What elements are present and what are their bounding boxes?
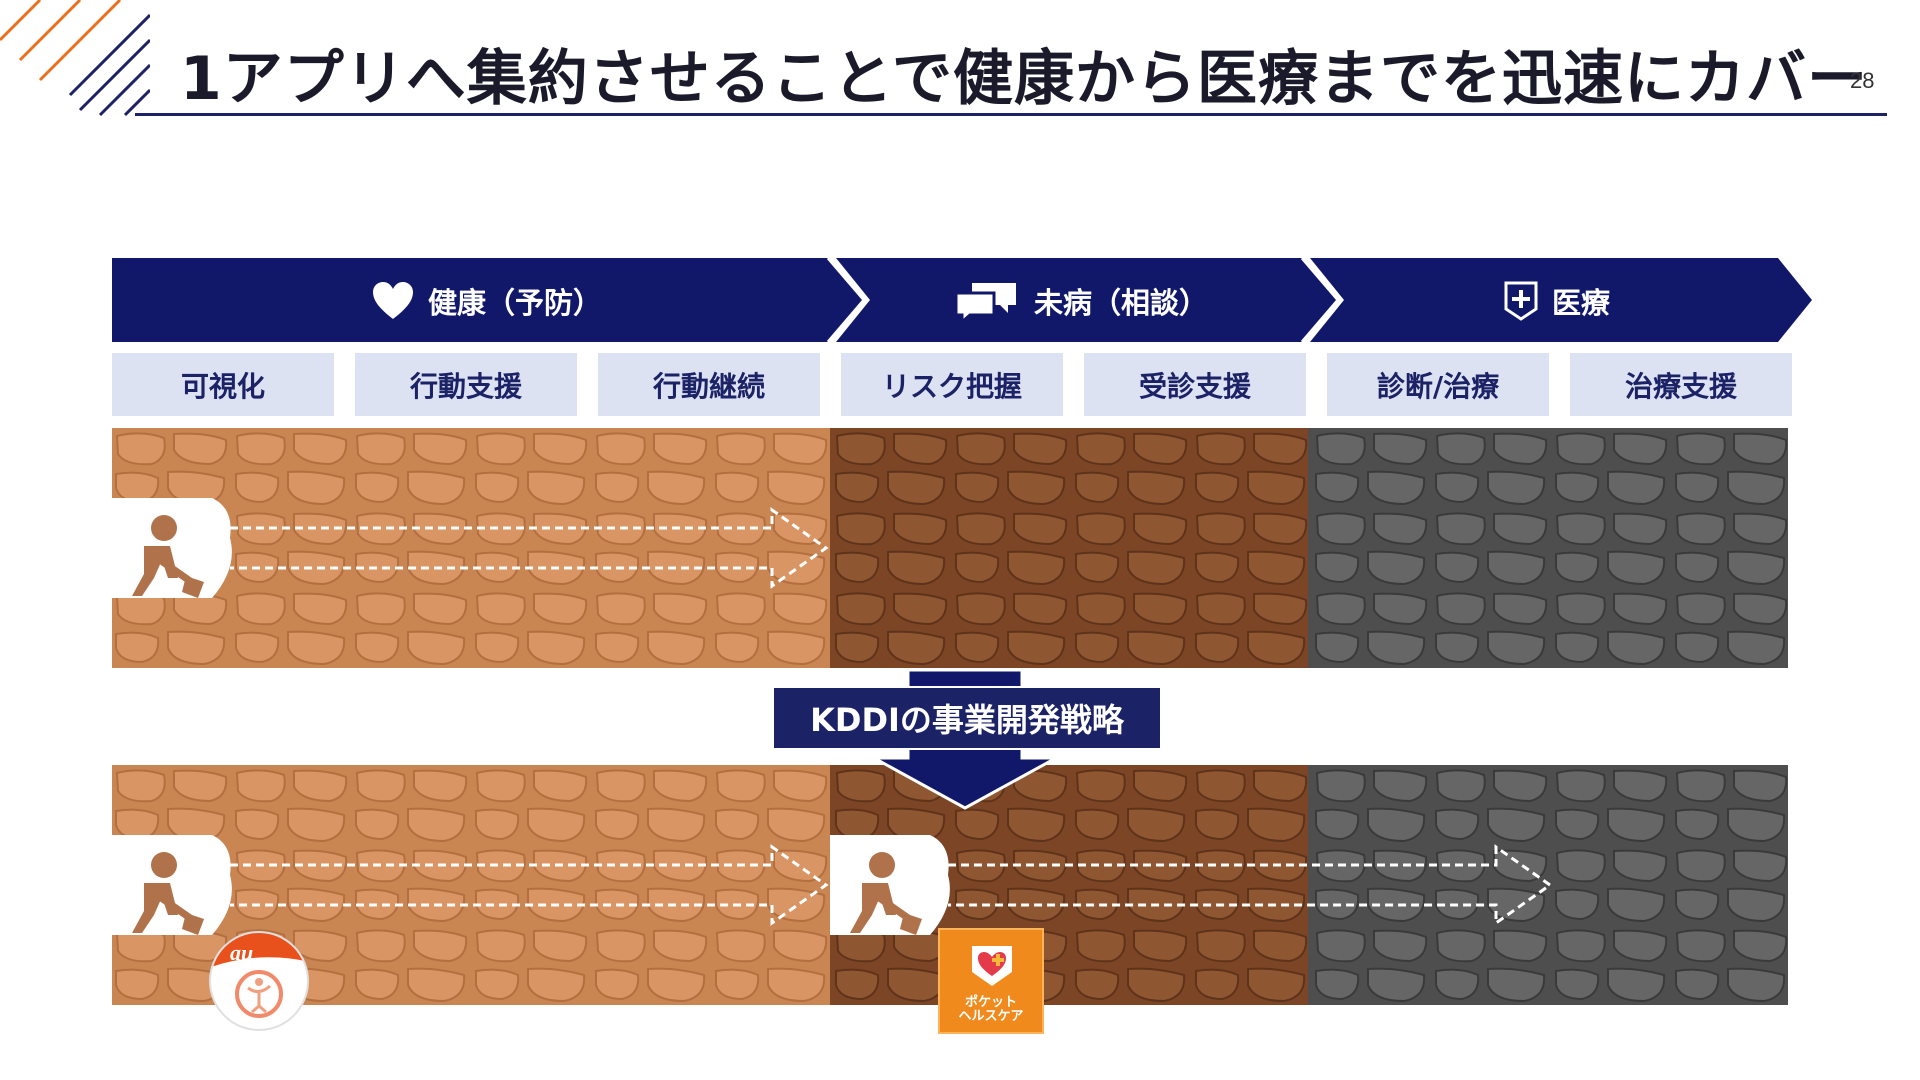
digging-worker-icon [132, 852, 204, 935]
digging-worker-icon [132, 515, 204, 598]
phase-chevron-band [112, 258, 1812, 342]
au-app-badge: au [209, 931, 309, 1031]
step-behavior-support: 行動支援 [355, 353, 577, 416]
pocket-healthcare-app-badge: ポケット ヘルスケア [938, 928, 1044, 1034]
chevron-health [112, 258, 864, 342]
digging-worker-icon [850, 852, 922, 935]
step-behavior-continuation: 行動継続 [598, 353, 820, 416]
chat-bubbles-icon [954, 283, 1016, 323]
step-treatment-support: 治療支援 [1570, 353, 1792, 416]
phase-mibyo: 未病（相談） [954, 279, 1208, 323]
phase-medical-label: 医療 [1552, 286, 1611, 320]
heart-plus-icon [972, 946, 1012, 986]
progress-arrow-current [230, 507, 829, 589]
phase-health-label: 健康（予防） [428, 286, 603, 320]
corner-stripes-decoration [0, 0, 150, 117]
pocket-label-line2: ヘルスケア [958, 1009, 1024, 1024]
heart-icon [373, 282, 413, 319]
progress-arrow-health [230, 844, 829, 926]
chevron-medical [1310, 258, 1812, 342]
step-consultation-support: 受診支援 [1084, 353, 1306, 416]
slide-title: 1アプリへ集約させることで健康から医療までを迅速にカバー [180, 44, 1868, 114]
au-logo-text: au [230, 940, 253, 965]
page-number: 28 [1850, 68, 1875, 93]
progress-arrow-extended [948, 844, 1553, 926]
title-underline [135, 113, 1887, 116]
phase-mibyo-label: 未病（相談） [1034, 286, 1209, 320]
phase-medical: 医療 [1504, 279, 1610, 323]
step-diagnosis-treatment: 診断/治療 [1327, 353, 1549, 416]
phase-health: 健康（予防） [372, 279, 602, 323]
pocket-label-line1: ポケット [964, 995, 1017, 1010]
step-risk-awareness: リスク把握 [841, 353, 1063, 416]
terrain-strategy-state [112, 765, 1788, 1005]
pocket-healthcare-label: ポケット ヘルスケア [940, 996, 1042, 1024]
strategy-label: KDDIの事業開発戦略 [772, 686, 1162, 750]
terrain-current-state [112, 428, 1788, 668]
medical-shield-icon [1504, 281, 1538, 321]
step-visualize: 可視化 [112, 353, 334, 416]
